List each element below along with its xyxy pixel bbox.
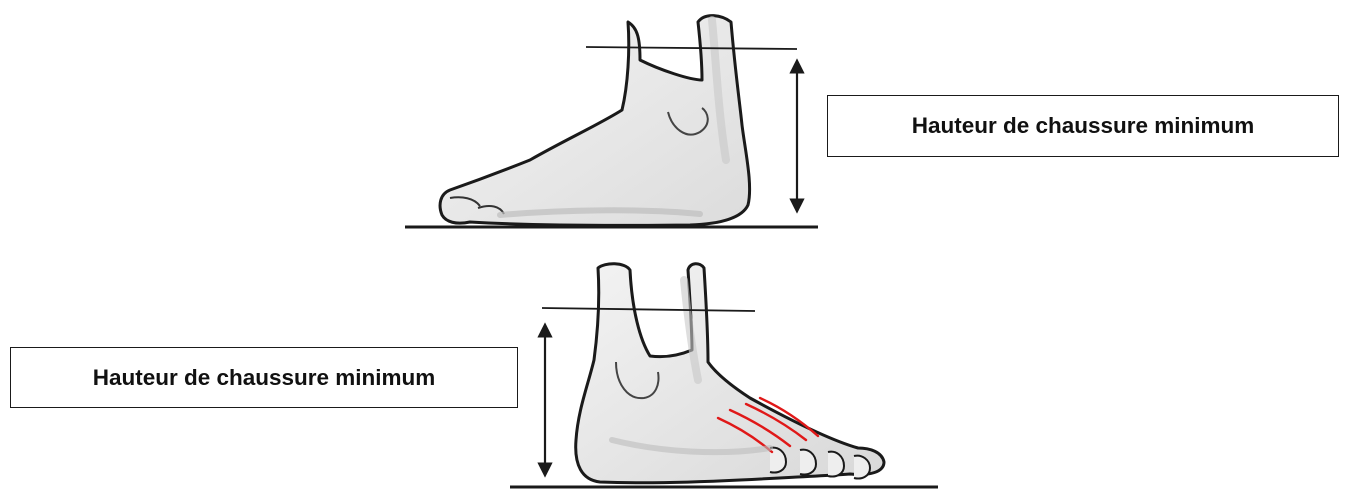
top-foot-illustration	[405, 16, 818, 227]
bottom-reference-line	[542, 308, 755, 311]
top-reference-line	[586, 47, 797, 49]
bottom-foot-illustration	[510, 264, 938, 487]
bottom-height-label: Hauteur de chaussure minimum	[10, 347, 518, 408]
top-height-label: Hauteur de chaussure minimum	[827, 95, 1339, 157]
